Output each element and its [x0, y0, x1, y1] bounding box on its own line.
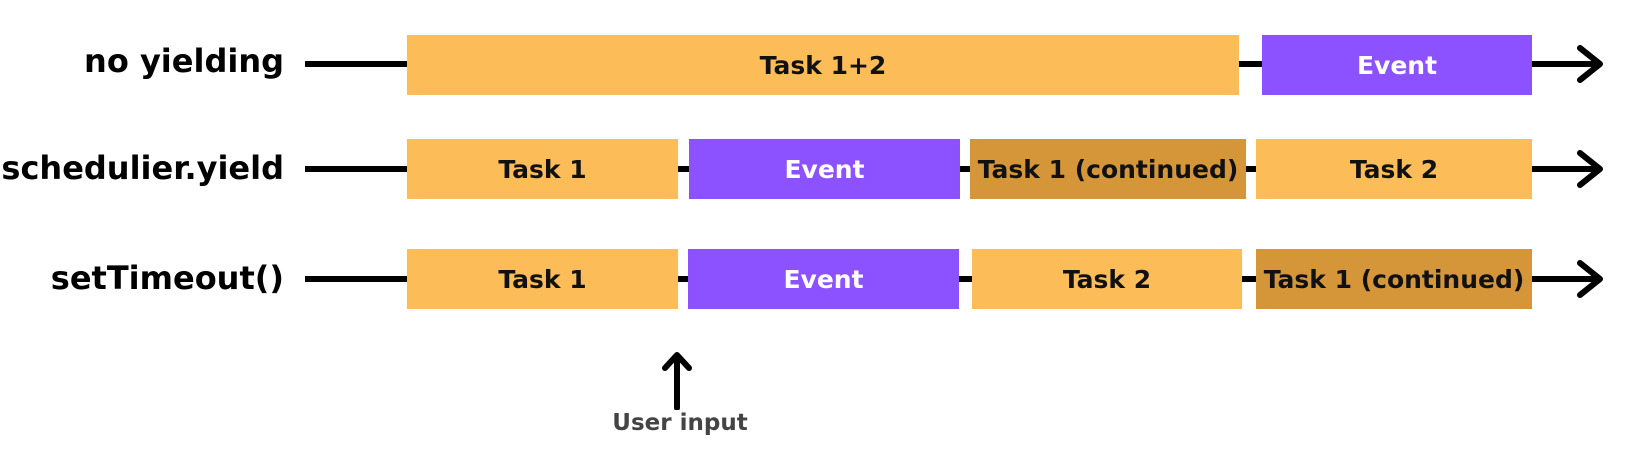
- row-label-settimeout: setTimeout(): [50, 259, 284, 297]
- task-block: Task 1: [407, 139, 678, 199]
- timeline-arrowhead-icon: [1577, 150, 1603, 188]
- event-block: Event: [689, 139, 960, 199]
- task-block: Task 2: [1256, 139, 1532, 199]
- task-block: Task 2: [972, 249, 1242, 309]
- timeline-arrowhead-icon: [1577, 260, 1603, 298]
- timeline-arrowhead-icon: [1577, 45, 1603, 83]
- user-input-label: User input: [612, 410, 748, 436]
- event-block: Event: [1262, 35, 1532, 95]
- up-arrow-icon: [662, 352, 692, 410]
- task-block: Task 1: [407, 249, 678, 309]
- event-block: Event: [688, 249, 959, 309]
- task-block: Task 1+2: [407, 35, 1239, 95]
- row-label-no-yielding: no yielding: [84, 42, 284, 80]
- row-label-scheduler-yield: schedulier.yield: [1, 149, 284, 187]
- task-continued-block: Task 1 (continued): [970, 139, 1246, 199]
- task-continued-block: Task 1 (continued): [1256, 249, 1532, 309]
